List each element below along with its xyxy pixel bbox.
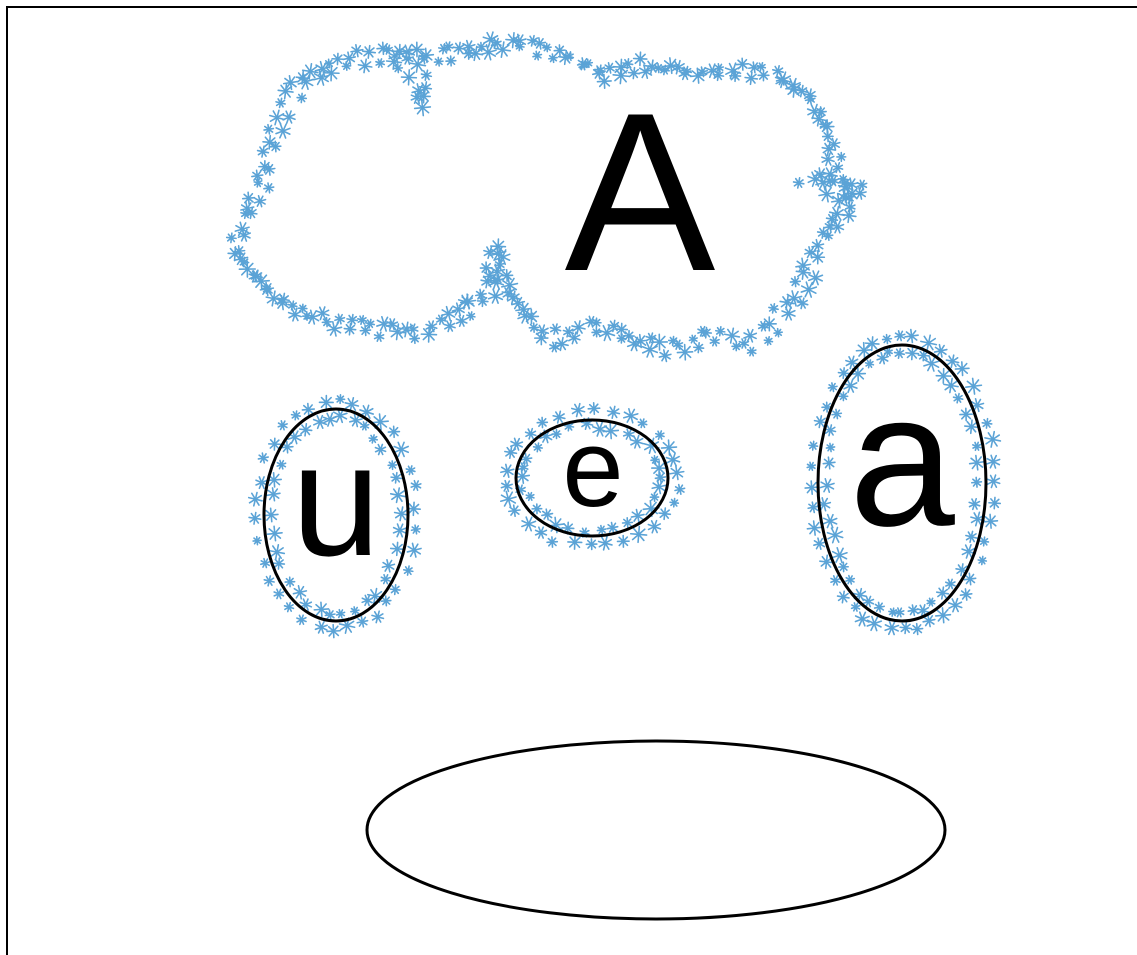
cloud-star-border <box>811 251 824 264</box>
cloud-star-border <box>446 56 456 66</box>
cloud-star-border <box>837 152 846 161</box>
cloud-star-border <box>490 239 505 254</box>
cloud-letter: A <box>565 65 716 318</box>
cloud-star-border <box>693 342 704 353</box>
cloud-star-border <box>480 262 492 274</box>
cloud-star-border <box>821 120 834 133</box>
ellipse-a-star-border <box>911 623 923 635</box>
cloud-star-border <box>615 323 627 335</box>
cloud-star-border <box>529 323 539 333</box>
ellipse-u-star-border <box>264 508 279 523</box>
cloud-star-border <box>303 312 312 321</box>
cloud-star-border <box>401 70 417 86</box>
ellipse-a-star-border <box>882 334 892 344</box>
ellipse-a-star-border <box>979 537 989 547</box>
ellipse-a-star-border <box>955 362 969 376</box>
ellipse-e-star-border <box>617 535 629 547</box>
cloud-star-border <box>410 334 420 344</box>
ellipse-e-star-border <box>568 535 582 549</box>
cloud-star-border <box>816 107 827 118</box>
cloud-star-border <box>226 233 236 243</box>
letter-e: e <box>562 407 623 530</box>
cloud-star-border <box>633 52 647 66</box>
cloud-star-border <box>730 70 741 81</box>
ellipse-a-star-border <box>983 514 998 529</box>
cloud-star-border <box>322 317 331 326</box>
ellipse-u-star-border <box>319 396 333 410</box>
ellipse-a-star-border <box>960 408 972 420</box>
cloud-star-border <box>501 270 513 282</box>
letter-a: a <box>849 354 955 566</box>
cloud-star-border <box>233 245 245 257</box>
letter-u: u <box>292 410 381 589</box>
ellipse-u-star-border <box>390 584 401 595</box>
ellipse-e-star-border <box>537 417 548 428</box>
cloud-star-border <box>344 323 356 335</box>
ellipse-e-star-border <box>552 430 561 439</box>
cloud-star-border <box>434 57 443 66</box>
cloud-star-border <box>410 42 425 57</box>
cloud-star-border <box>342 62 351 71</box>
cloud-star-border <box>332 53 344 65</box>
cloud-star-border <box>270 141 281 152</box>
cloud-star-border <box>715 326 725 336</box>
cloud-star-border <box>297 93 307 103</box>
